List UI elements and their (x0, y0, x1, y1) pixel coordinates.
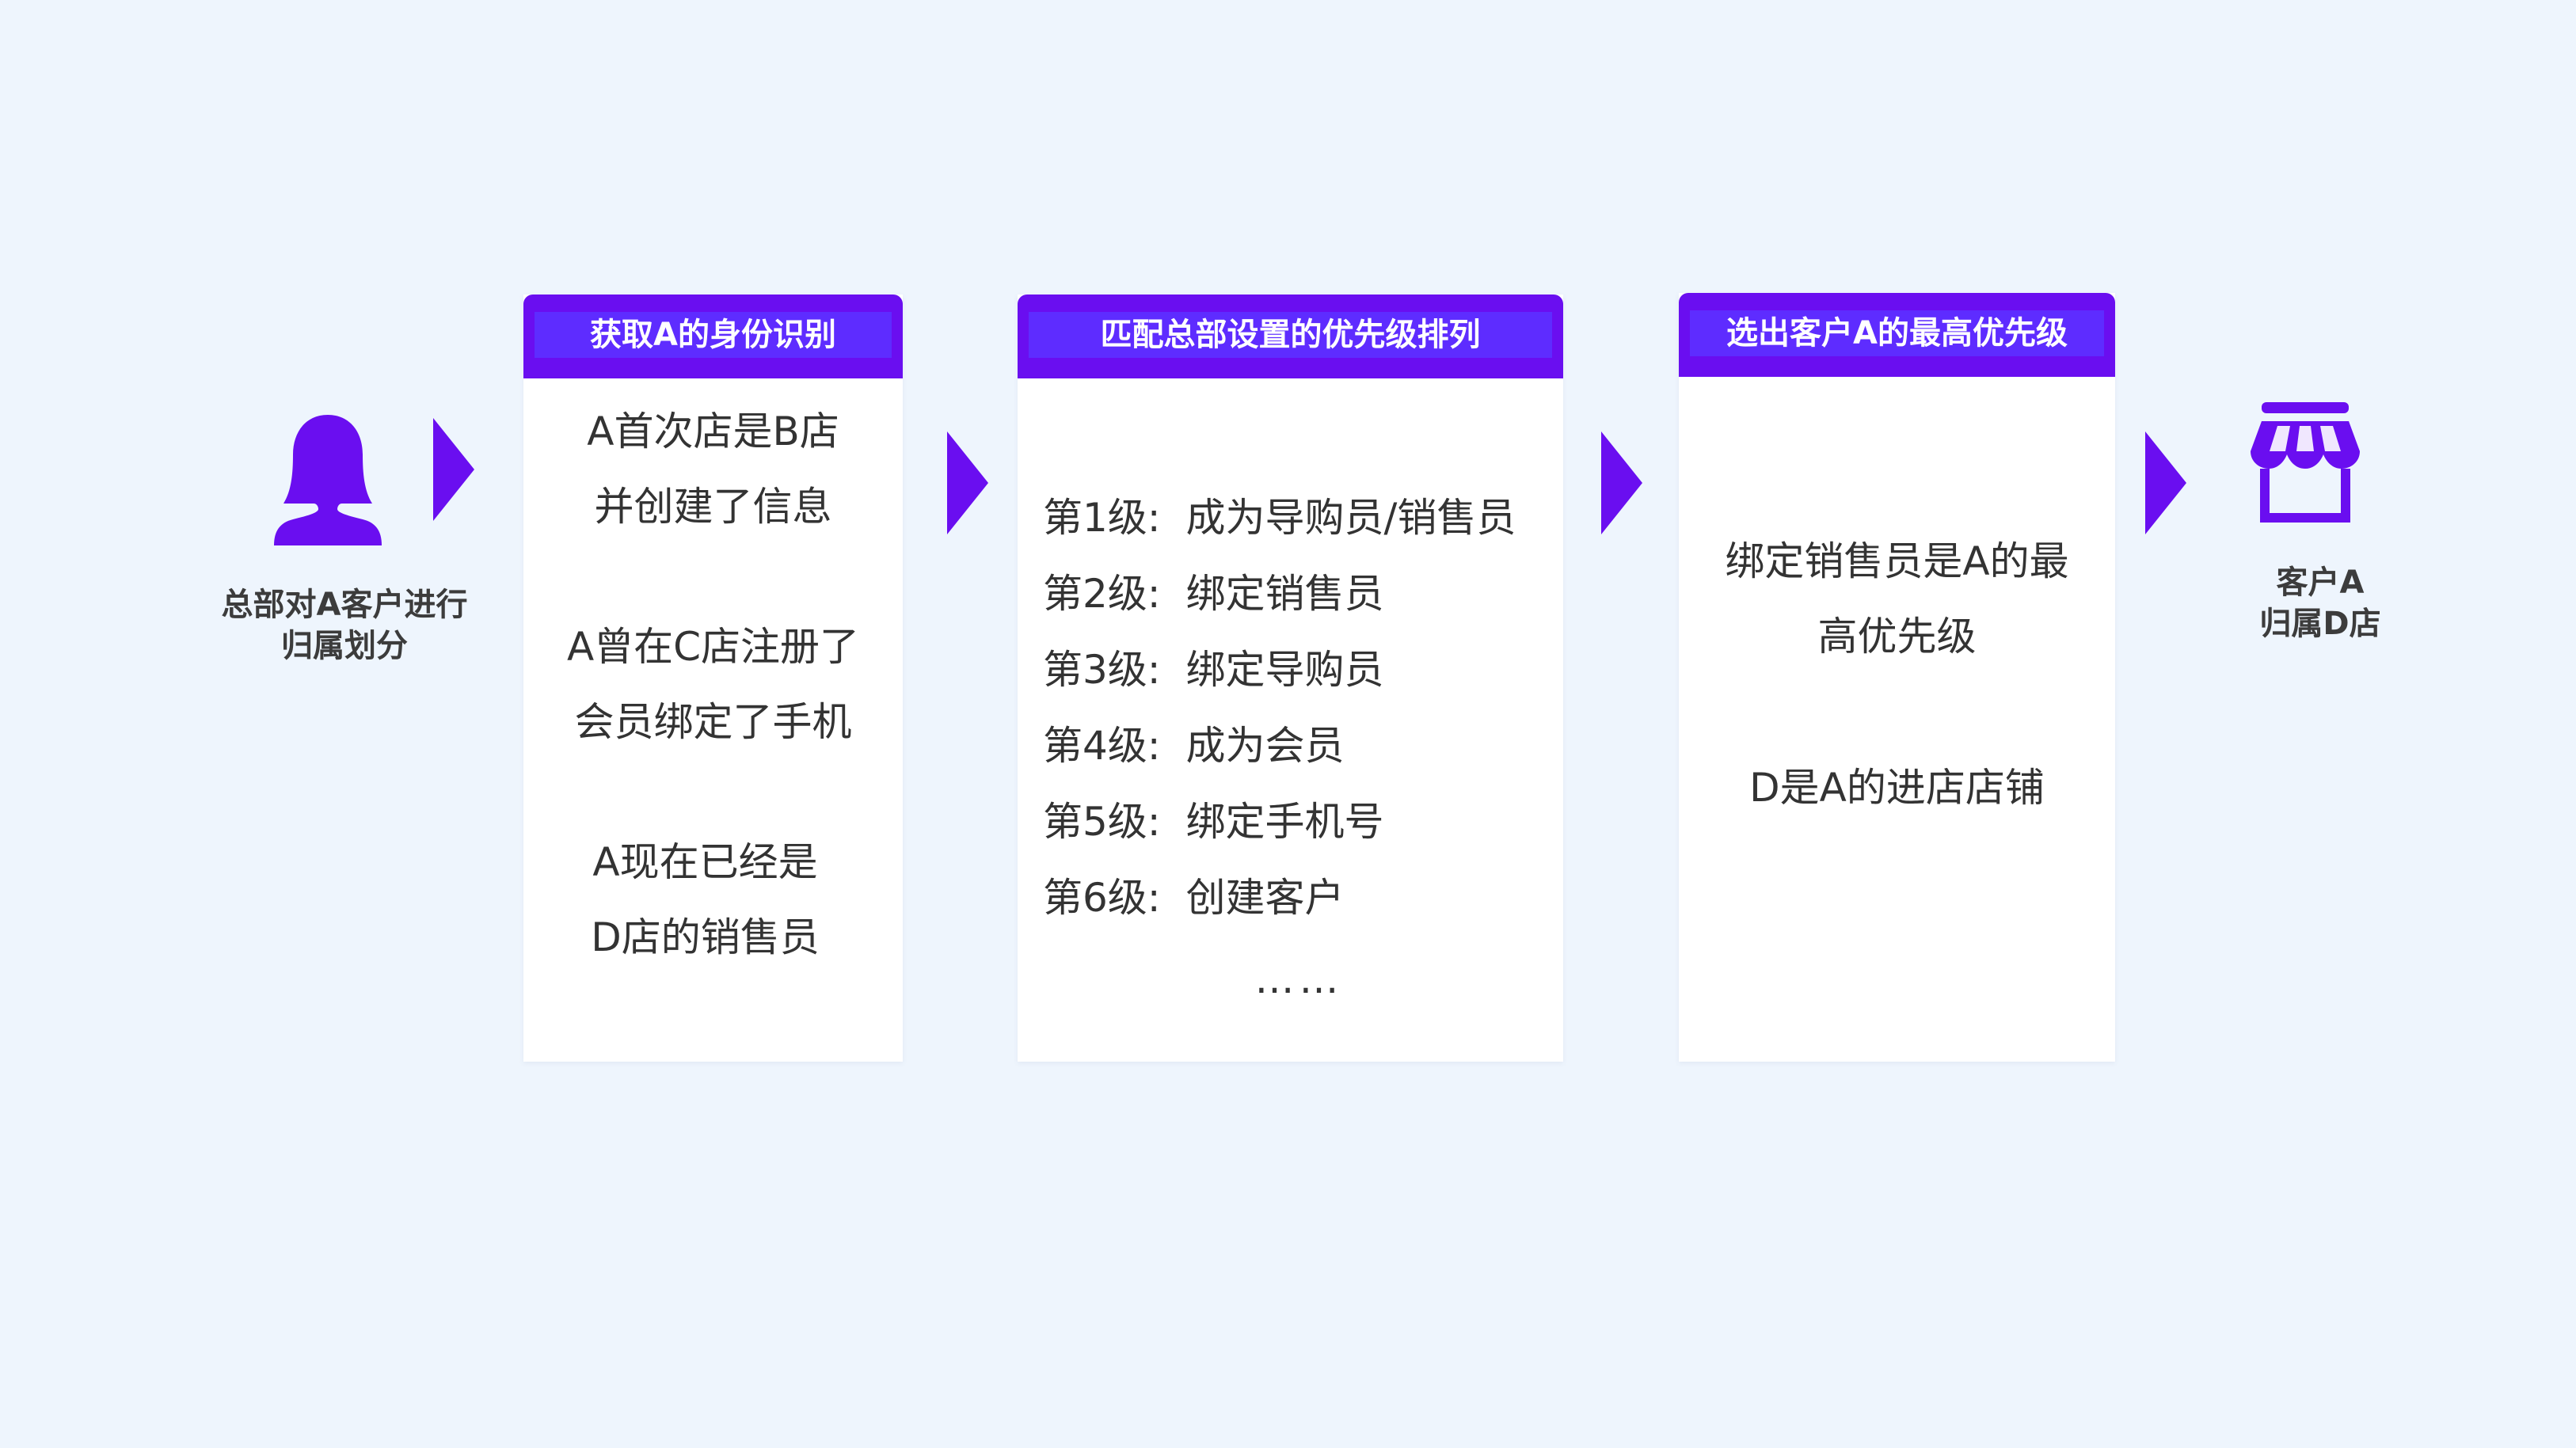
priority-level-row: 第3级: 绑定导购员 (1018, 632, 1563, 708)
priority-level: 第2级: (1043, 571, 1161, 617)
fact-line: 并创建了信息 (594, 484, 832, 530)
step-card-select: 选出客户A的最高优先级 绑定销售员是A的最 高优先级 D是A的进店店铺 (1679, 293, 2115, 1062)
fact-line: 会员绑定了手机 (574, 699, 852, 745)
priority-level: 第4级: (1043, 723, 1161, 769)
priority-level-row: 第4级: 成为会员 (1018, 708, 1563, 784)
start-label-line: 归属划分 (281, 628, 408, 664)
arrow-right-icon (1601, 431, 1642, 534)
priority-level: 第5级: (1043, 799, 1161, 845)
result-line: 高优先级 (1817, 614, 1977, 659)
step-card-body: A首次店是B店 并创建了信息 A曾在C店注册了 会员绑定了手机 A现在已经是 D… (523, 378, 903, 1062)
step-card-body: 第1级: 成为导购员/销售员 第2级: 绑定销售员 第3级: 绑定导购员 第4级… (1018, 378, 1563, 1062)
priority-level-row: 第5级: 绑定手机号 (1018, 784, 1563, 860)
priority-rule: 绑定导购员 (1185, 647, 1384, 693)
step-card-title: 匹配总部设置的优先级排列 (1029, 312, 1552, 358)
result-line: D是A的进店店铺 (1749, 765, 2045, 811)
step-card-title: 获取A的身份识别 (535, 312, 892, 358)
end-label-line: 客户A (2276, 564, 2365, 601)
priority-level: 第1级: (1043, 495, 1161, 541)
priority-level-row: 第6级: 创建客户 (1018, 860, 1563, 936)
step-card-title: 选出客户A的最高优先级 (1690, 310, 2104, 356)
end-label-line: 归属D店 (2259, 606, 2381, 642)
result-line: 绑定销售员是A的最 (1725, 538, 2069, 584)
priority-rule: 创建客户 (1185, 875, 1345, 921)
priority-level: 第3级: (1043, 647, 1161, 693)
fact-line: A首次店是B店 (587, 409, 839, 454)
result-statement: 绑定销售员是A的最 高优先级 (1679, 524, 2115, 675)
priority-rule: 绑定销售员 (1185, 571, 1384, 617)
fact-line: D店的销售员 (591, 914, 820, 960)
start-label-line: 总部对A客户进行 (221, 587, 468, 623)
step-card-header: 获取A的身份识别 (523, 295, 903, 378)
shop-icon (2251, 402, 2360, 523)
priority-rule: 成为导购员/销售员 (1185, 495, 1516, 541)
step-card-identify: 获取A的身份识别 A首次店是B店 并创建了信息 A曾在C店注册了 会员绑定了手机… (523, 295, 903, 1062)
priority-level-row: 第2级: 绑定销售员 (1018, 556, 1563, 632)
priority-level: 第6级: (1043, 875, 1161, 921)
arrow-right-icon (947, 431, 988, 534)
person-icon (274, 415, 382, 545)
priority-rule: 绑定手机号 (1185, 799, 1384, 845)
fact-line: A现在已经是 (592, 839, 818, 885)
priority-level-row: 第1级: 成为导购员/销售员 (1018, 480, 1563, 556)
arrow-right-icon (433, 418, 474, 521)
start-label: 总部对A客户进行 归属划分 (190, 584, 499, 667)
arrow-right-icon (2145, 431, 2186, 534)
priority-rule: 成为会员 (1185, 723, 1345, 769)
step-card-header: 匹配总部设置的优先级排列 (1018, 295, 1563, 378)
step-card-header: 选出客户A的最高优先级 (1679, 293, 2115, 377)
identity-fact: A现在已经是 D店的销售员 (523, 825, 903, 975)
step-card-priority: 匹配总部设置的优先级排列 第1级: 成为导购员/销售员 第2级: 绑定销售员 第… (1018, 295, 1563, 1062)
priority-ellipsis: …… (1254, 956, 1344, 1002)
step-card-body: 绑定销售员是A的最 高优先级 D是A的进店店铺 (1679, 377, 2115, 1062)
identity-fact: A曾在C店注册了 会员绑定了手机 (523, 610, 903, 760)
end-label: 客户A 归属D店 (2201, 562, 2439, 644)
result-statement: D是A的进店店铺 (1679, 751, 2115, 826)
identity-fact: A首次店是B店 并创建了信息 (523, 394, 903, 545)
fact-line: A曾在C店注册了 (566, 624, 860, 670)
